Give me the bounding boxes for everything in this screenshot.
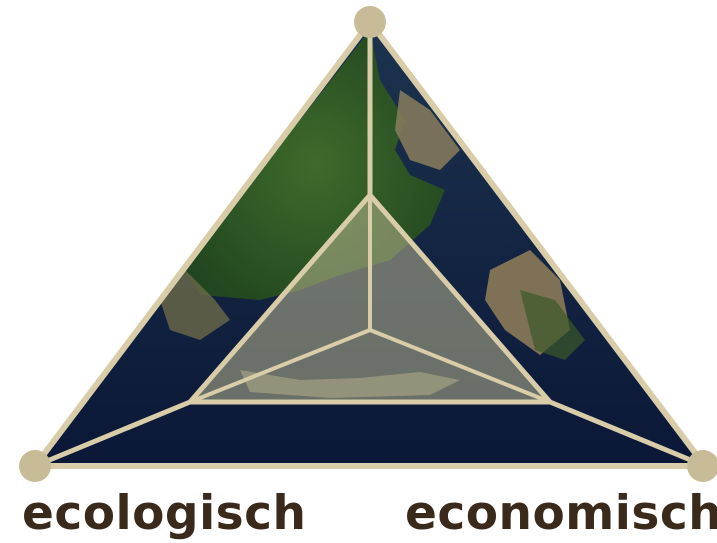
connector-right — [549, 399, 706, 469]
coastline-left — [160, 270, 230, 340]
vertex-node-top — [354, 6, 386, 38]
urban-area-top-right — [395, 90, 460, 170]
connector-left — [34, 399, 191, 469]
vertex-node-right — [687, 450, 717, 482]
label-economisch: economisch — [405, 486, 717, 541]
inner-spoke-right — [369, 328, 551, 404]
inner-triangle — [187, 192, 553, 405]
vertex-node-left — [19, 450, 51, 482]
triangle-frame — [32, 19, 708, 469]
label-ecologisch: ecologisch — [22, 486, 307, 541]
inner-spoke-left — [189, 328, 371, 404]
outer-triangle — [32, 19, 708, 469]
land-right-green — [520, 290, 585, 360]
